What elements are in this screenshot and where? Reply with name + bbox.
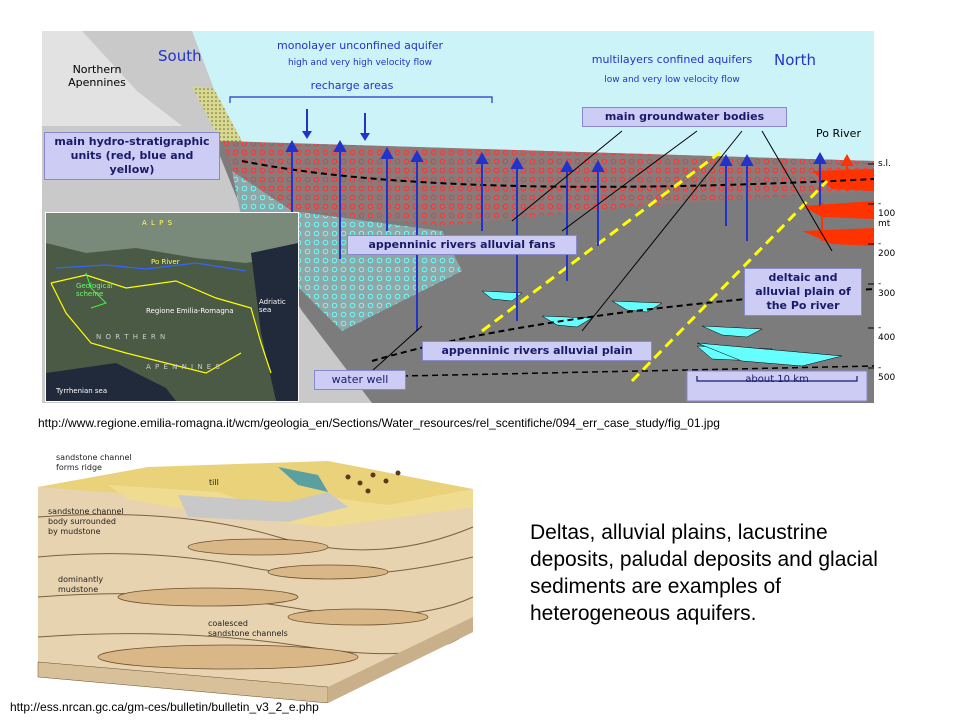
map-graphic (46, 213, 298, 401)
po-river-label: Po River (816, 127, 861, 140)
caption-text: Deltas, alluvial plains, lacustrine depo… (530, 521, 878, 625)
map-region: Regione Emilia-Romagna (146, 307, 234, 315)
till-label: till (209, 478, 219, 487)
deltaic-label: deltaic and alluvial plain of the Po riv… (744, 268, 862, 316)
source-url-top[interactable]: http://www.regione.emilia-romagna.it/wcm… (38, 416, 720, 430)
map-adriatic: Adriatic sea (259, 298, 286, 314)
depth-500: - 500 (878, 363, 896, 383)
map-northern: N O R T H E R N (96, 333, 167, 341)
map-alps: A L P S (142, 219, 174, 227)
depth-200: - 200 (878, 239, 896, 259)
depth-sl: s.l. (878, 159, 891, 169)
multilayer-title: multilayers confined aquifers (591, 53, 753, 66)
fans-label: appenninic rivers alluvial fans (347, 235, 577, 255)
map-tyrrhenian: Tyrrhenian sea (56, 387, 108, 395)
hydro-units-label: main hydro-stratigraphic units (red, blu… (44, 132, 220, 180)
mudstone-label: dominantly mudstone (58, 575, 104, 594)
inset-map: A L P S Po River Geological scheme Regio… (45, 212, 299, 402)
channel-body-label: sandstone channel body surrounded by mud… (48, 507, 124, 536)
depth-300: - 300 (878, 279, 896, 299)
depth-100: - 100 mt (878, 199, 896, 229)
south-label: South (158, 47, 202, 65)
map-apennines: A P E N N I N E S (146, 363, 221, 371)
plain-label: appenninic rivers alluvial plain (422, 341, 652, 361)
depth-400: - 400 (878, 323, 896, 343)
cross-section-diagram: South North Northern Apennines monolayer… (42, 31, 895, 403)
north-label: North (774, 51, 816, 69)
block-diagram-graphic (37, 461, 474, 704)
ridge-label: sandstone channel forms ridge (56, 453, 132, 472)
northern-apennines-label: Northern Apennines (68, 63, 126, 89)
scale-label: about 10 km (745, 374, 809, 385)
recharge-label: recharge areas (310, 79, 394, 92)
groundwater-label: main groundwater bodies (582, 107, 787, 127)
source-url-bottom[interactable]: http://ess.nrcan.gc.ca/gm-ces/bulletin/b… (10, 700, 319, 714)
map-geo-scheme: Geological scheme (76, 282, 113, 298)
coalesced-label: coalesced sandstone channels (208, 619, 288, 638)
block-diagram: sandstone channel forms ridge till sands… (28, 447, 480, 704)
map-po-river: Po River (151, 258, 180, 266)
multilayer-flow: low and very low velocity flow (604, 75, 740, 85)
monolayer-flow: high and very high velocity flow (287, 58, 433, 68)
water-well-label: water well (314, 370, 406, 390)
monolayer-title: monolayer unconfined aquifer (277, 39, 443, 52)
